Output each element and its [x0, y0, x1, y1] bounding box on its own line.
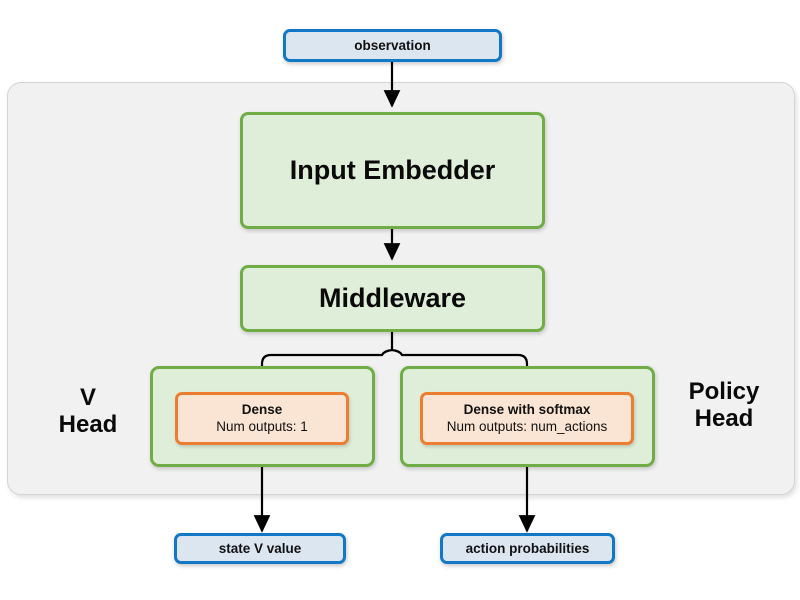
node-action-probabilities-label: action probabilities [465, 541, 590, 556]
node-dense-with-softmax[interactable]: Dense with softmax Num outputs: num_acti… [420, 392, 634, 445]
node-state-v-value[interactable]: state V value [174, 533, 346, 564]
node-observation[interactable]: observation [283, 29, 502, 62]
label-v-head: V Head [38, 384, 138, 439]
node-action-probabilities[interactable]: action probabilities [440, 533, 615, 564]
node-observation-label: observation [354, 38, 431, 53]
label-policy-head-line2: Head [694, 404, 754, 432]
label-v-head-line1: V [79, 384, 96, 411]
node-dense[interactable]: Dense Num outputs: 1 [175, 392, 349, 445]
node-dense-title: Dense [241, 401, 283, 417]
node-dense-subtitle: Num outputs: 1 [216, 418, 308, 434]
node-dense-with-softmax-title: Dense with softmax [463, 401, 591, 417]
node-middleware[interactable]: Middleware [240, 265, 545, 332]
node-state-v-value-label: state V value [218, 541, 302, 556]
label-v-head-line2: Head [58, 410, 118, 438]
label-policy-head: Policy Head [663, 378, 785, 433]
node-dense-with-softmax-subtitle: Num outputs: num_actions [446, 418, 608, 434]
node-input-embedder-label: Input Embedder [289, 155, 496, 185]
node-input-embedder[interactable]: Input Embedder [240, 112, 545, 229]
node-middleware-label: Middleware [318, 283, 467, 313]
label-policy-head-line1: Policy [688, 378, 760, 405]
